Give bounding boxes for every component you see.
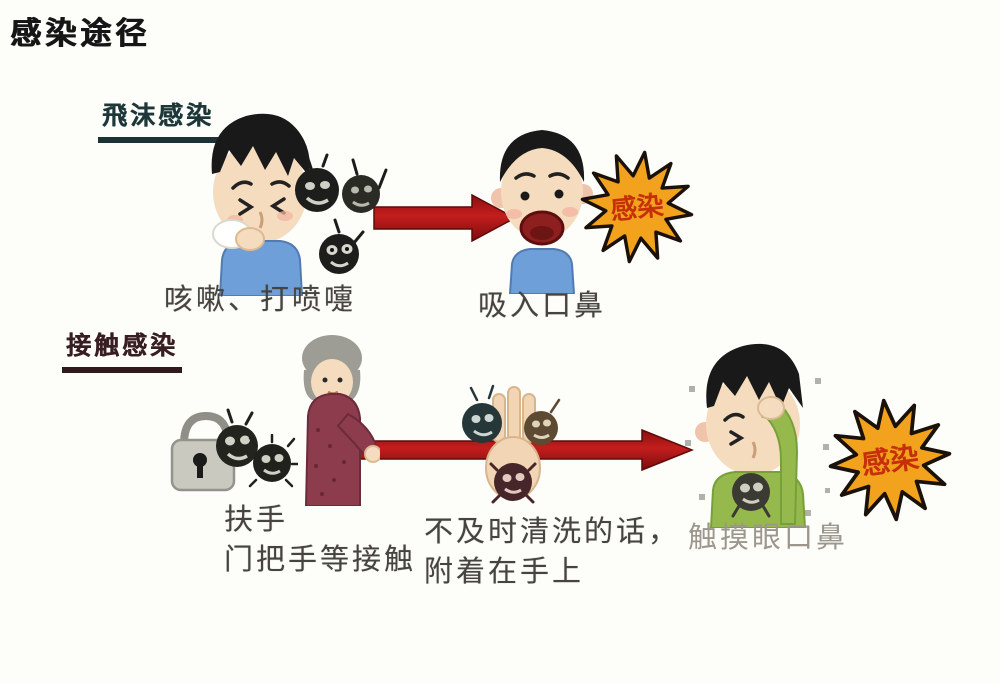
row-label-contact: 接触感染 — [62, 326, 183, 373]
starburst-icon: 感染 — [580, 150, 694, 264]
page-title: 感染途径 — [10, 16, 150, 51]
caption-handrail: 扶手 门把手等接触 — [224, 504, 417, 577]
germ-blobs-icon — [295, 153, 388, 274]
hand-on-rail — [364, 445, 380, 463]
hand-over-mouth — [235, 227, 265, 251]
caption-inhale: 吸入口鼻 — [478, 290, 607, 322]
germ-on-chest — [732, 473, 770, 511]
inhaling-boy-illustration — [491, 130, 593, 294]
caption-unwashed-hands: 不及时清洗的话， 附着在手上 — [424, 516, 681, 589]
hand-with-germs-illustration — [462, 384, 561, 504]
padlock-germ-icon — [170, 408, 258, 492]
germ-blob-icon — [248, 434, 298, 488]
hand-on-eye — [757, 396, 785, 420]
elderly-woman-illustration — [302, 335, 380, 506]
starburst-icon: 感染 — [828, 398, 952, 522]
badge-text: 感染 — [609, 190, 665, 225]
badge-text: 感染 — [859, 442, 921, 482]
row-label-droplet: 飛沫感染 — [98, 96, 219, 143]
caption-touch-face: 触摸眼口鼻 — [688, 522, 849, 554]
arrow-right-icon — [373, 193, 517, 243]
coughing-boy-illustration — [211, 113, 310, 296]
face-touching-boy-illustration — [685, 343, 830, 528]
caption-cough-sneeze: 咳嗽、打喷嚏 — [164, 284, 357, 316]
